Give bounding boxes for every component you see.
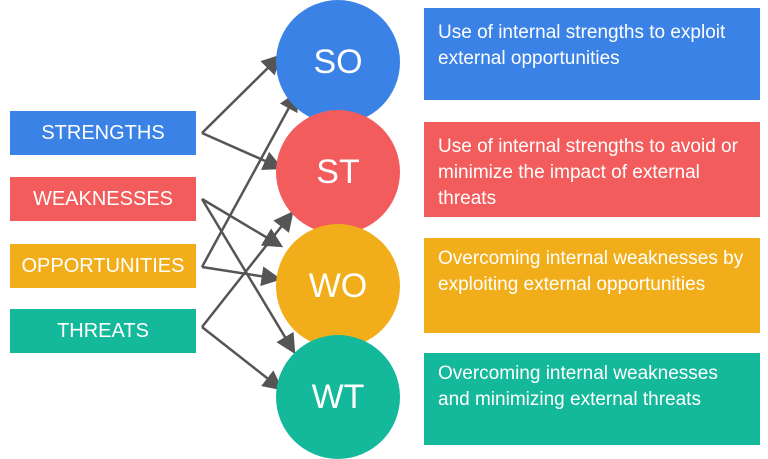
strategy-description-wo: Overcoming internal weaknesses by exploi…: [424, 238, 760, 333]
arrow-threats-to-st: [201, 211, 294, 328]
strategy-circle-so: SO: [276, 0, 400, 124]
strategy-description-wt: Overcoming internal weaknesses and minim…: [424, 353, 760, 445]
factor-opportunities: OPPORTUNITIES: [10, 244, 196, 288]
strategy-description-so: Use of internal strengths to exploit ext…: [424, 8, 760, 100]
factor-weaknesses-label: WEAKNESSES: [32, 187, 174, 210]
strategy-code-wo: WO: [308, 266, 368, 305]
factor-opportunities-label: OPPORTUNITIES: [21, 254, 185, 277]
strategy-code-st: ST: [316, 152, 360, 191]
strategy-description-so-text: Use of internal strengths to exploit ext…: [438, 22, 726, 69]
factor-threats: THREATS: [10, 309, 196, 353]
factor-strengths-label: STRENGTHS: [41, 121, 165, 144]
strategy-description-wo-text: Overcoming internal weaknesses by exploi…: [438, 248, 744, 295]
arrow-weaknesses-to-wt: [200, 198, 296, 355]
strategy-code-so: SO: [313, 42, 363, 81]
strategy-circle-st: ST: [276, 110, 400, 234]
strategy-description-wt-text: Overcoming internal weaknesses and minim…: [438, 363, 718, 410]
arrow-strengths-to-so: [201, 54, 282, 134]
arrow-strengths-to-st: [201, 131, 284, 171]
strategy-description-st: Use of internal strengths to avoid or mi…: [424, 122, 760, 217]
arrow-opportunities-to-wo: [201, 265, 282, 287]
factor-strengths: STRENGTHS: [10, 111, 196, 155]
factor-weaknesses: WEAKNESSES: [10, 177, 196, 221]
strategy-circle-wo: WO: [276, 224, 400, 348]
strategy-circle-wt: WT: [276, 335, 400, 459]
arrow-threats-to-wt: [201, 326, 283, 391]
arrow-opportunities-to-so: [200, 90, 299, 268]
factor-threats-label: THREATS: [57, 319, 149, 342]
strategy-description-st-text: Use of internal strengths to avoid or mi…: [438, 136, 738, 209]
strategy-code-wt: WT: [311, 377, 365, 416]
arrow-weaknesses-to-wo: [201, 197, 284, 248]
